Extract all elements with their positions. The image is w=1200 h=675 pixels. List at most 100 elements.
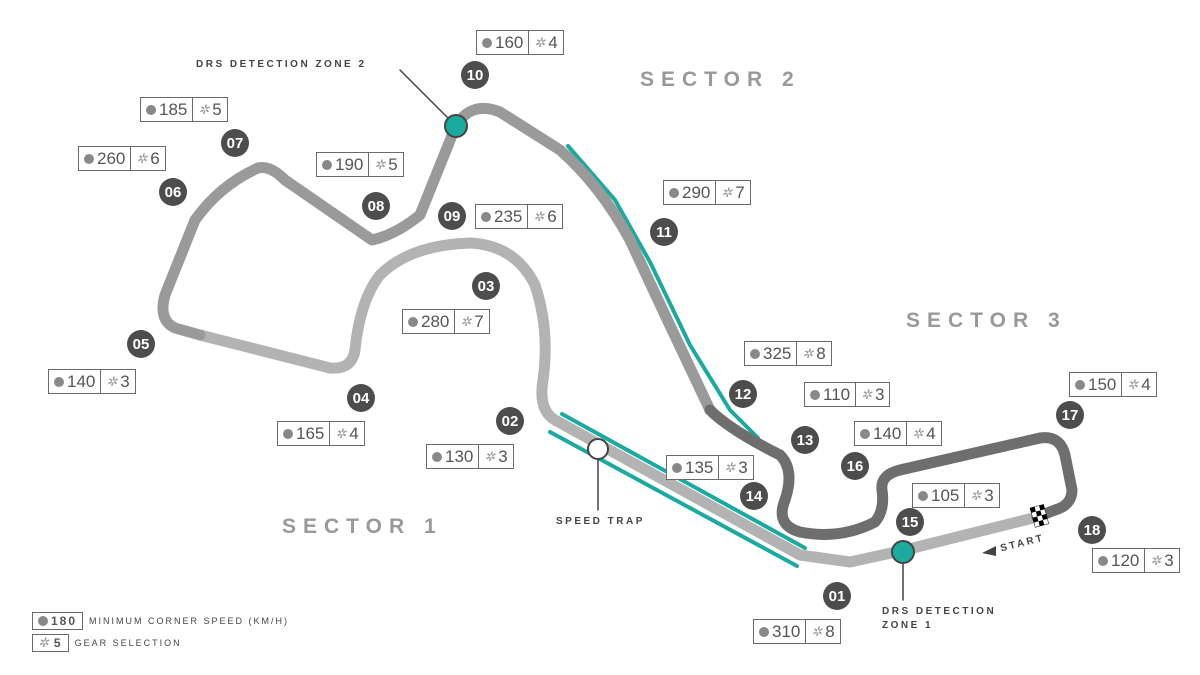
corner-info-box: 290 ✲7	[663, 180, 751, 205]
gear-icon: ✲	[721, 184, 733, 200]
corner-number: 08	[362, 192, 390, 220]
corner-number: 01	[823, 582, 851, 610]
speed-trap-marker	[587, 438, 609, 460]
corner-info-box: 235 ✲6	[475, 204, 563, 229]
gear-icon: ✲	[136, 150, 148, 166]
corner-speed: 260	[97, 148, 126, 168]
legend-gear: ✲5 GEAR SELECTION	[32, 634, 182, 652]
gear-icon: ✲	[106, 373, 118, 389]
corner-number: 15	[896, 508, 924, 536]
corner-info-box: 130 ✲3	[426, 444, 514, 469]
corner-gear: 3	[1164, 550, 1174, 570]
corner-number: 10	[461, 61, 489, 89]
speed-icon	[54, 376, 64, 387]
legend-gear-label: GEAR SELECTION	[74, 638, 182, 648]
corner-number: 05	[127, 330, 155, 358]
corner-info-box: 185 ✲5	[140, 97, 228, 122]
drs-detection-zone-2-marker	[444, 114, 468, 138]
gear-icon: ✲	[460, 313, 472, 329]
speed-icon	[918, 490, 928, 501]
corner-gear: 3	[498, 446, 508, 466]
corner-info-box: 260 ✲6	[78, 146, 166, 171]
speed-icon	[84, 153, 94, 164]
corner-number: 02	[496, 407, 524, 435]
corner-number: 07	[221, 129, 249, 157]
corner-number: 04	[347, 384, 375, 412]
legend-speed: 180 MINIMUM CORNER SPEED (KM/H)	[32, 612, 289, 630]
gear-icon: ✲	[533, 208, 545, 224]
corner-gear: 3	[738, 457, 748, 477]
corner-gear: 4	[926, 423, 936, 443]
sector-1-label: SECTOR 1	[282, 515, 443, 538]
corner-number: 17	[1056, 401, 1084, 429]
speed-icon	[759, 626, 769, 637]
corner-speed: 280	[421, 311, 450, 331]
corner-gear: 6	[150, 148, 160, 168]
corner-gear: 6	[547, 206, 557, 226]
gear-icon: ✲	[374, 156, 386, 172]
corner-number: 13	[791, 426, 819, 454]
drs-2-pointer	[399, 69, 457, 127]
corner-number: 06	[159, 178, 187, 206]
corner-speed: 140	[67, 371, 96, 391]
corner-number: 09	[438, 202, 466, 230]
corner-gear: 3	[875, 384, 885, 404]
legend-gear-value: 5	[53, 636, 63, 650]
corner-info-box: 135 ✲3	[666, 455, 754, 480]
corner-number: 03	[472, 272, 500, 300]
drs-zone-line	[560, 412, 807, 550]
corner-info-box: 160 ✲4	[476, 30, 564, 55]
sector-1-track	[194, 237, 1043, 568]
gear-icon: ✲	[970, 487, 982, 503]
corner-info-box: 165 ✲4	[277, 421, 365, 446]
speed-icon	[283, 428, 293, 439]
drs-detection-zone-1-marker	[891, 540, 915, 564]
drs-zone-line	[566, 144, 760, 440]
corner-gear: 3	[984, 485, 994, 505]
speed-icon	[1098, 555, 1108, 566]
corner-speed: 310	[772, 621, 801, 641]
corner-number: 18	[1078, 516, 1106, 544]
sector-2-track	[157, 103, 716, 416]
corner-info-box: 105 ✲3	[912, 483, 1000, 508]
corner-gear: 8	[825, 621, 835, 641]
corner-number: 11	[650, 218, 678, 246]
corner-speed: 185	[159, 99, 188, 119]
corner-number: 14	[740, 482, 768, 510]
gear-icon: ✲	[912, 425, 924, 441]
gear-icon: ✲	[802, 345, 814, 361]
speed-icon	[38, 616, 48, 626]
speed-icon	[750, 348, 760, 359]
corner-gear: 7	[735, 182, 745, 202]
speed-icon	[482, 37, 492, 48]
corner-gear: 7	[474, 311, 484, 331]
gear-icon: ✲	[724, 459, 736, 475]
corner-speed: 325	[763, 343, 792, 363]
sector-3-label: SECTOR 3	[906, 309, 1067, 332]
corner-speed: 150	[1088, 374, 1117, 394]
gear-icon: ✲	[811, 623, 823, 639]
speed-icon	[432, 451, 442, 462]
corner-speed: 160	[495, 32, 524, 52]
corner-gear: 3	[120, 371, 130, 391]
corner-speed: 110	[823, 384, 851, 404]
corner-gear: 4	[349, 423, 359, 443]
gear-icon: ✲	[38, 635, 51, 650]
gear-icon: ✲	[198, 101, 210, 117]
start-arrow-icon	[982, 546, 996, 556]
corner-speed: 105	[931, 485, 960, 505]
corner-info-box: 120 ✲3	[1092, 548, 1180, 573]
corner-speed: 290	[682, 182, 711, 202]
corner-speed: 190	[335, 154, 364, 174]
corner-gear: 5	[212, 99, 222, 119]
gear-icon: ✲	[534, 34, 546, 50]
drs-detection-zone-2-label: DRS DETECTION ZONE 2	[196, 59, 367, 70]
corner-info-box: 190 ✲5	[316, 152, 404, 177]
drs-detection-zone-1-label: DRS DETECTION ZONE 1	[882, 606, 997, 631]
corner-speed: 135	[685, 457, 714, 477]
speed-icon	[810, 389, 820, 400]
corner-speed: 140	[873, 423, 902, 443]
checkered-flag-icon	[1029, 504, 1050, 528]
speed-icon	[1075, 379, 1085, 390]
corner-info-box: 140 ✲3	[48, 369, 136, 394]
